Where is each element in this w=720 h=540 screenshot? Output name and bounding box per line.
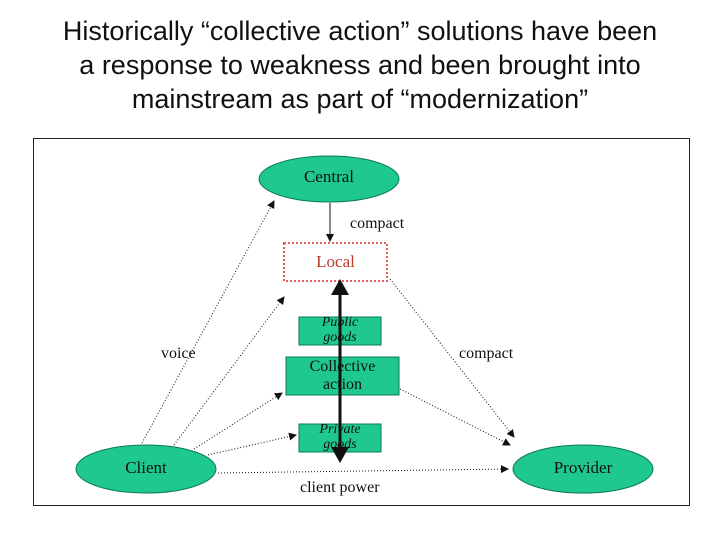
diagram-frame: Central Local Client Provider Public goo… (33, 138, 690, 506)
provider-node (512, 444, 654, 494)
voice-label: voice (161, 345, 196, 362)
local-box (283, 242, 388, 282)
voice-arrow (141, 200, 275, 444)
collective-to-provider-arrow (399, 388, 511, 446)
collective-action-line-1: Collective (309, 358, 376, 375)
central-node (258, 155, 400, 203)
compact-right-label: compact (459, 345, 514, 362)
public-goods-label: Public goods (299, 315, 381, 345)
collective-action-line-2: action (322, 376, 363, 393)
vertical-arrow-head-up (331, 279, 349, 295)
public-goods-line-2: goods (323, 330, 357, 345)
client-power-arrow (217, 465, 509, 474)
compact-top-label: compact (350, 215, 405, 232)
compact-provider-arrow (389, 278, 515, 438)
private-goods-label: Private goods (299, 422, 381, 452)
private-goods-line-1: Private (319, 422, 361, 437)
title-line-2: a response to weakness and been brought … (79, 50, 641, 80)
title-line-3: mainstream as part of “modernization” (131, 84, 589, 114)
title-line-1: Historically “collective action” solutio… (62, 16, 658, 46)
client-power-label: client power (300, 479, 380, 496)
private-goods-line-2: goods (323, 437, 357, 452)
public-goods-line-1: Public (321, 315, 359, 330)
vertical-arrow-head-down (331, 447, 349, 463)
collective-action-box (285, 356, 400, 396)
client-to-private-arrow (207, 432, 297, 456)
local-label: Local (316, 252, 355, 271)
client-to-local-arrow (173, 296, 285, 446)
client-label: Client (125, 458, 167, 477)
central-label: Central (303, 167, 355, 186)
slide-title: Historically “collective action” solutio… (20, 14, 700, 116)
client-to-collective-arrow (193, 392, 283, 450)
provider-label: Provider (553, 458, 613, 477)
diagram-graphics (75, 155, 654, 494)
collective-action-label: Collective action (286, 358, 399, 394)
client-node (75, 444, 217, 494)
